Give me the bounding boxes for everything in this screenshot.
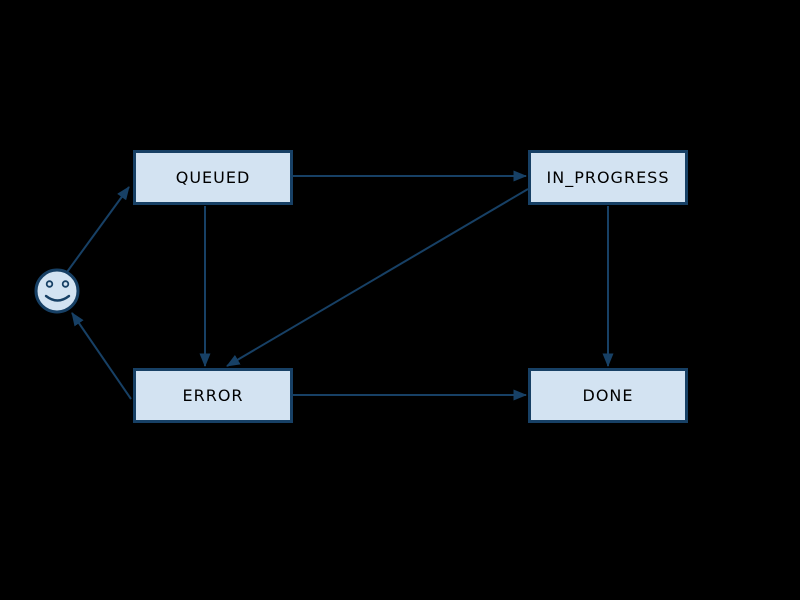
edge-actor-to-queued <box>66 186 130 273</box>
state-node-error: ERROR <box>133 368 293 423</box>
state-label-error: ERROR <box>182 386 244 405</box>
smiley-face-icon <box>34 268 80 314</box>
state-label-done: DONE <box>582 386 634 405</box>
state-node-done: DONE <box>528 368 688 423</box>
edge-group <box>66 170 614 401</box>
state-node-in-progress: IN_PROGRESS <box>528 150 688 205</box>
edge-error-to-actor <box>71 312 132 400</box>
state-node-queued: QUEUED <box>133 150 293 205</box>
state-label-queued: QUEUED <box>175 168 251 187</box>
edge-in_progress-to-error <box>226 188 529 367</box>
state-label-in-progress: IN_PROGRESS <box>546 168 670 187</box>
